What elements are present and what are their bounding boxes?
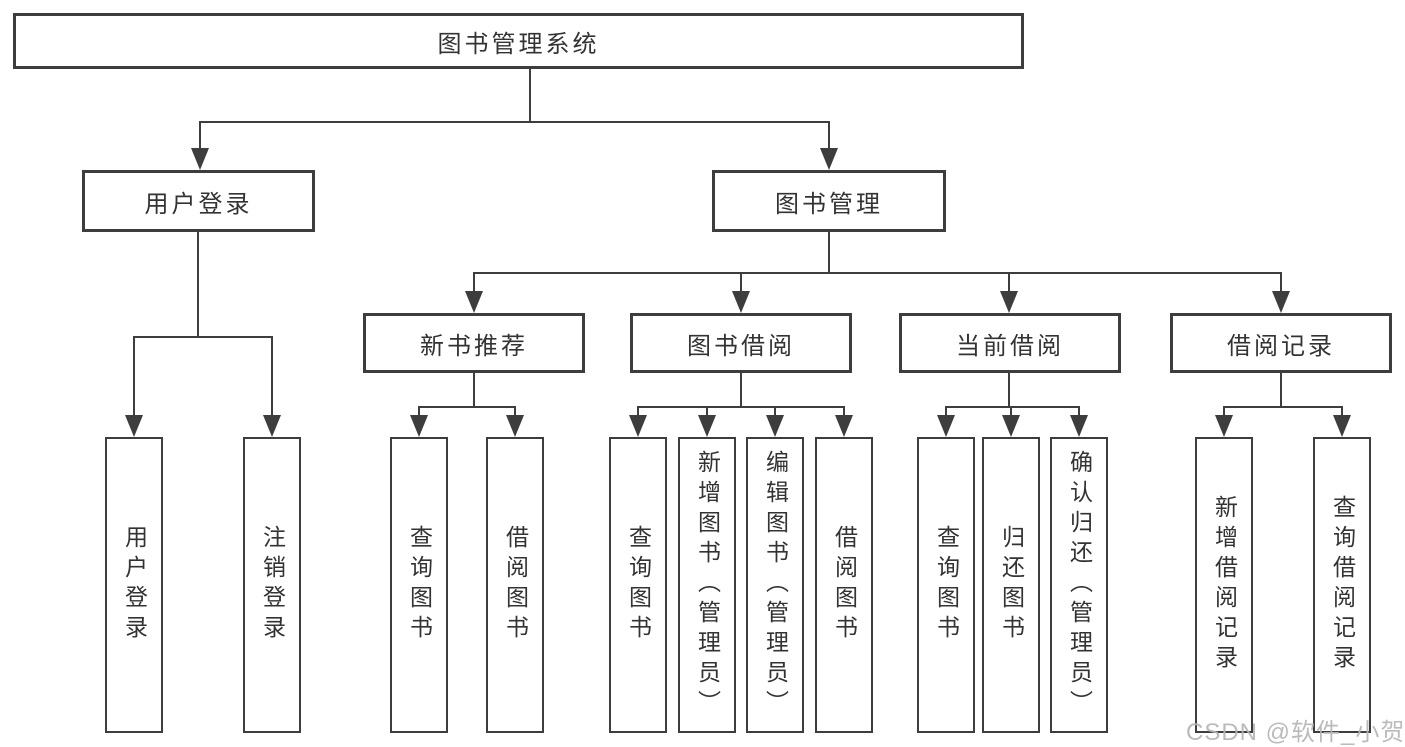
connector-arrowhead — [125, 415, 143, 437]
connector-arrowhead — [1000, 291, 1018, 313]
connector-line — [1010, 406, 1012, 418]
node-book-borrowing: 图书借阅 — [630, 313, 852, 373]
node-new-book-recommend: 新书推荐 — [363, 313, 585, 373]
connector-arrowhead — [835, 415, 853, 437]
connector-line — [1223, 406, 1343, 408]
connector-line — [1341, 406, 1343, 418]
node-leaf-nb-borrow-books: 借阅图书 — [486, 437, 544, 733]
connector-line — [199, 121, 201, 153]
connector-arrowhead — [732, 291, 750, 313]
connector-line — [133, 336, 135, 418]
connector-arrowhead — [1215, 415, 1233, 437]
node-leaf-cb-query-books: 查询图书 — [917, 437, 975, 733]
connector-arrowhead — [1070, 415, 1088, 437]
connector-arrowhead — [465, 291, 483, 313]
connector-arrowhead — [191, 148, 209, 170]
node-leaf-user-login: 用户登录 — [105, 437, 163, 733]
connector-line — [1078, 406, 1080, 418]
connector-arrowhead — [766, 415, 784, 437]
connector-line — [1223, 406, 1225, 418]
connector-line — [514, 406, 516, 418]
connector-line — [945, 406, 947, 418]
connector-arrowhead — [1002, 415, 1020, 437]
watermark: CSDN @软件_小贺同学 — [1186, 719, 1405, 746]
connector-line — [945, 406, 1080, 408]
connector-line — [1280, 373, 1282, 406]
connector-line — [843, 406, 845, 418]
node-user-login: 用户登录 — [82, 170, 315, 232]
connector-line — [473, 272, 475, 294]
connector-line — [418, 406, 516, 408]
connector-line — [473, 272, 1282, 274]
connector-line — [529, 69, 531, 121]
connector-arrowhead — [506, 415, 524, 437]
node-leaf-br-add-record: 新增借阅记录 — [1195, 437, 1253, 733]
node-leaf-nb-query-books: 查询图书 — [390, 437, 448, 733]
connector-line — [828, 121, 830, 153]
connector-line — [271, 336, 273, 418]
connector-line — [473, 373, 475, 406]
connector-line — [418, 406, 420, 418]
connector-arrowhead — [1333, 415, 1351, 437]
node-leaf-cb-return-books: 归还图书 — [982, 437, 1040, 733]
connector-arrowhead — [1272, 291, 1290, 313]
node-leaf-bb-add-books: 新增图书（管理员） — [678, 437, 736, 733]
connector-line — [197, 232, 199, 336]
node-book-management: 图书管理 — [712, 170, 946, 232]
connector-line — [706, 406, 708, 418]
connector-arrowhead — [263, 415, 281, 437]
connector-arrowhead — [410, 415, 428, 437]
connector-line — [740, 373, 742, 406]
connector-arrowhead — [820, 148, 838, 170]
node-leaf-bb-borrow-books: 借阅图书 — [815, 437, 873, 733]
connector-line — [637, 406, 639, 418]
node-leaf-logout: 注销登录 — [243, 437, 301, 733]
node-current-borrowing: 当前借阅 — [899, 313, 1121, 373]
connector-line — [740, 272, 742, 294]
connector-line — [1008, 272, 1010, 294]
connector-line — [828, 232, 830, 272]
connector-arrowhead — [937, 415, 955, 437]
node-leaf-cb-confirm-return: 确认归还（管理员） — [1050, 437, 1108, 733]
connector-line — [133, 336, 273, 338]
connector-arrowhead — [629, 415, 647, 437]
connector-line — [1280, 272, 1282, 294]
connector-line — [1008, 373, 1010, 406]
node-leaf-bb-query-books: 查询图书 — [609, 437, 667, 733]
node-leaf-br-query-record: 查询借阅记录 — [1313, 437, 1371, 733]
connector-line — [637, 406, 845, 408]
node-root: 图书管理系统 — [13, 13, 1024, 69]
node-borrowing-records: 借阅记录 — [1170, 313, 1392, 373]
node-leaf-bb-edit-books: 编辑图书（管理员） — [746, 437, 804, 733]
connector-line — [199, 121, 830, 123]
connector-line — [774, 406, 776, 418]
connector-arrowhead — [698, 415, 716, 437]
